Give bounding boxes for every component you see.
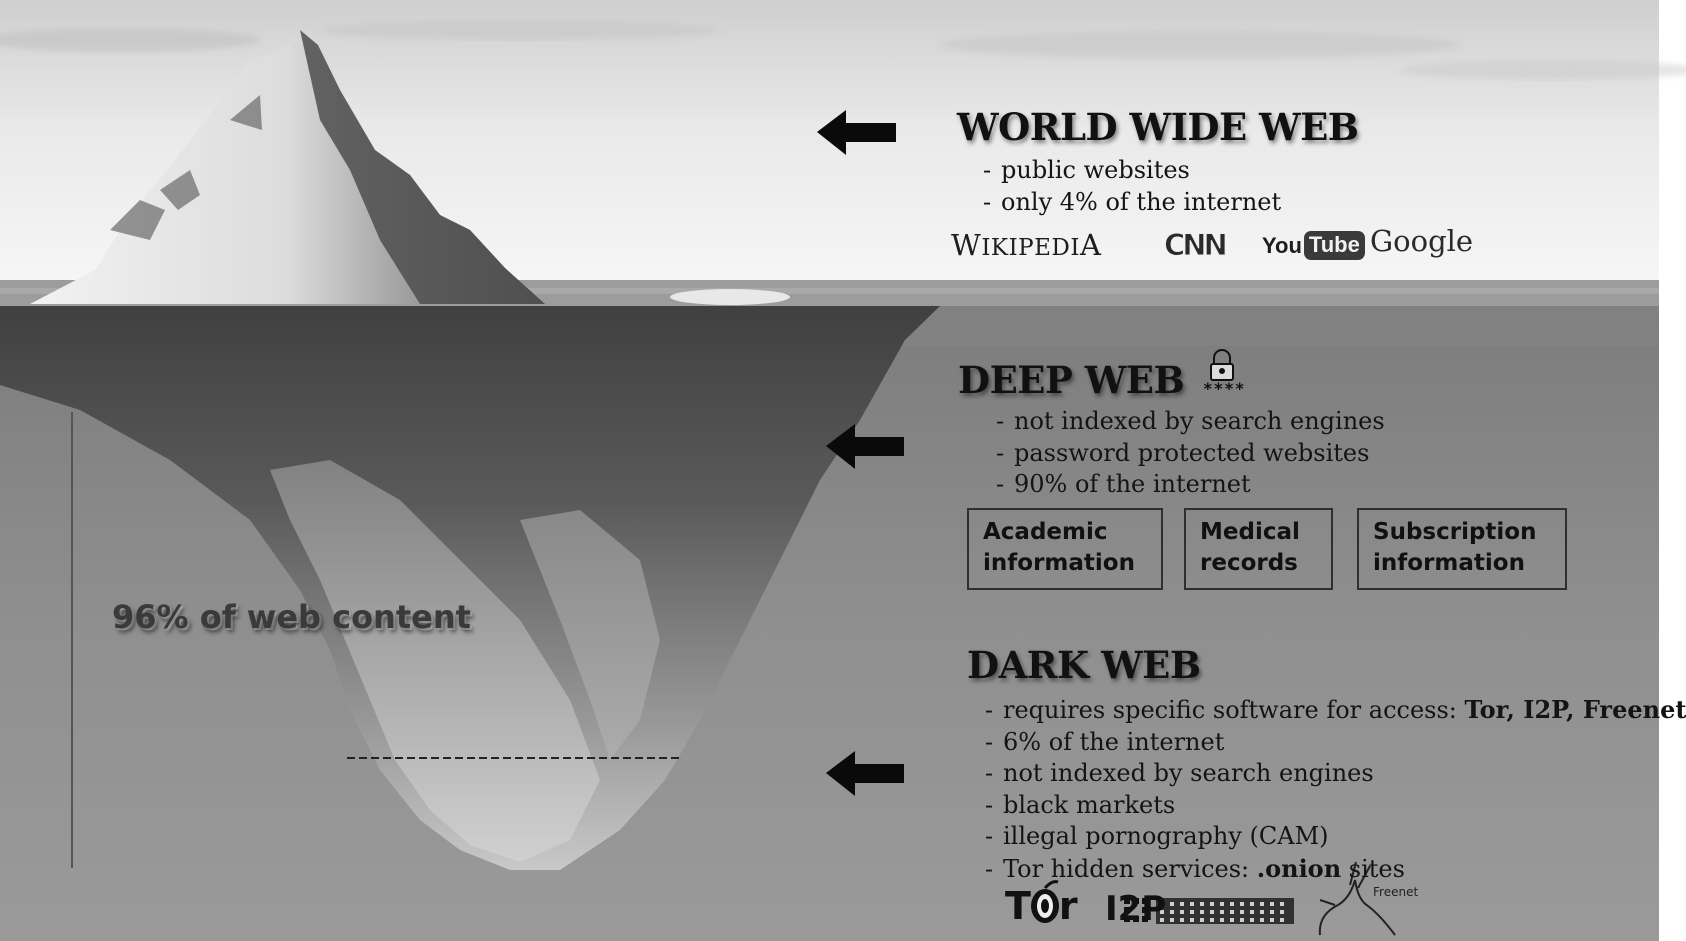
deep-web-bullets: not indexed by search engines password p… xyxy=(986,406,1385,501)
freenet-logo-label: Freenet xyxy=(1373,885,1419,899)
i2p-logo: I2P xyxy=(1105,889,1167,929)
cnn-logo: CNN xyxy=(1164,228,1229,263)
list-item: public websites xyxy=(973,155,1281,187)
dark-web-title: DARK WEB xyxy=(967,643,1201,687)
list-item: illegal pornography (CAM) xyxy=(975,821,1686,853)
list-item: password protected websites xyxy=(986,438,1385,470)
subscription-information-box: Subscription information xyxy=(1357,508,1567,590)
list-item: Tor hidden services: .onion sites xyxy=(975,853,1686,886)
dark-web-bullets: requires specific software for access: T… xyxy=(975,694,1686,885)
list-item: not indexed by search engines xyxy=(975,758,1686,790)
arrow-left-icon xyxy=(826,751,904,796)
academic-information-box: Academic information xyxy=(967,508,1163,590)
arrow-left-icon xyxy=(826,424,904,469)
google-logo: Google xyxy=(1370,224,1474,258)
wikipedia-logo: WIKIPEDIA xyxy=(951,228,1102,262)
medical-records-box: Medical records xyxy=(1184,508,1333,590)
password-mask: **** xyxy=(1203,379,1246,398)
world-wide-web-bullets: public websites only 4% of the internet xyxy=(973,155,1281,218)
deep-web-title: DEEP WEB xyxy=(958,358,1185,402)
list-item: 6% of the internet xyxy=(975,727,1686,759)
list-item: black markets xyxy=(975,790,1686,822)
arrow-left-icon xyxy=(817,110,896,155)
i2p-dot-grid xyxy=(1124,898,1148,922)
tor-onion-icon xyxy=(1031,880,1059,923)
list-item: not indexed by search engines xyxy=(986,406,1385,438)
world-wide-web-title: WORLD WIDE WEB xyxy=(957,105,1359,149)
list-item: requires specific software for access: T… xyxy=(975,694,1686,727)
list-item: 90% of the internet xyxy=(986,469,1385,501)
padlock-icon xyxy=(1210,349,1234,381)
web-content-percentage-label: 96% of web content xyxy=(112,598,471,636)
list-item: only 4% of the internet xyxy=(973,187,1281,219)
